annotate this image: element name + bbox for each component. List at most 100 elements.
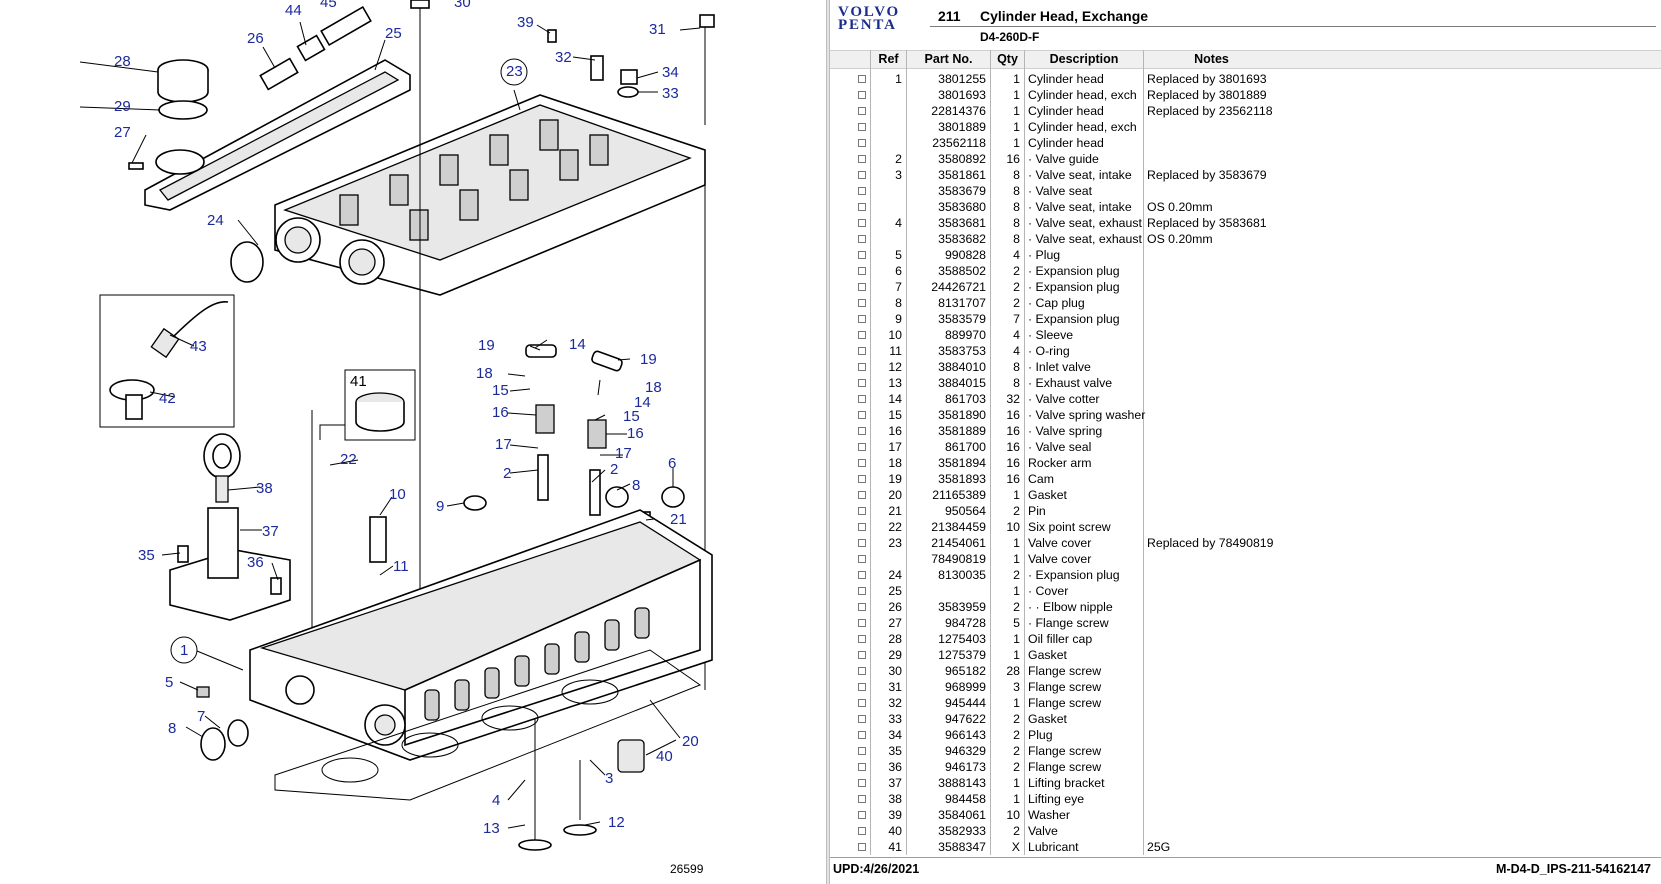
row-checkbox[interactable] [858, 203, 866, 211]
callout-16-left[interactable]: 16 [492, 404, 509, 421]
row-checkbox[interactable] [858, 683, 866, 691]
row-checkbox[interactable] [858, 331, 866, 339]
callout-39[interactable]: 39 [517, 14, 534, 31]
callout-29[interactable]: 29 [114, 98, 131, 115]
row-checkbox[interactable] [858, 651, 866, 659]
callout-15-right[interactable]: 15 [623, 408, 640, 425]
row-checkbox[interactable] [858, 587, 866, 595]
callout-17-right[interactable]: 17 [615, 445, 632, 462]
row-checkbox[interactable] [858, 139, 866, 147]
row-checkbox[interactable] [858, 779, 866, 787]
callout-14-right[interactable]: 14 [634, 394, 651, 411]
row-checkbox[interactable] [858, 715, 866, 723]
row-checkbox[interactable] [858, 747, 866, 755]
row-checkbox[interactable] [858, 411, 866, 419]
callout-19-left[interactable]: 19 [478, 337, 495, 354]
row-checkbox[interactable] [858, 667, 866, 675]
callout-33[interactable]: 33 [662, 85, 679, 102]
callout-25[interactable]: 25 [385, 25, 402, 42]
row-checkbox[interactable] [858, 827, 866, 835]
callout-13[interactable]: 13 [483, 820, 500, 837]
callout-18-left[interactable]: 18 [476, 365, 493, 382]
callout-2-right[interactable]: 2 [610, 461, 619, 478]
row-checkbox[interactable] [858, 155, 866, 163]
callout-17-left[interactable]: 17 [495, 436, 512, 453]
row-checkbox[interactable] [858, 475, 866, 483]
row-checkbox[interactable] [858, 91, 866, 99]
row-checkbox[interactable] [858, 363, 866, 371]
column-header-ref[interactable]: Ref [870, 51, 906, 68]
callout-2-left[interactable]: 2 [503, 465, 512, 482]
column-header-description[interactable]: Description [1024, 51, 1143, 68]
callout-10[interactable]: 10 [389, 486, 406, 503]
row-checkbox[interactable] [858, 571, 866, 579]
callout-24[interactable]: 24 [207, 212, 224, 229]
row-checkbox[interactable] [858, 299, 866, 307]
callout-37[interactable]: 37 [262, 523, 279, 540]
callout-31[interactable]: 31 [649, 21, 666, 38]
row-checkbox[interactable] [858, 491, 866, 499]
callout-21[interactable]: 21 [670, 511, 687, 528]
row-checkbox[interactable] [858, 219, 866, 227]
callout-32[interactable]: 32 [555, 49, 572, 66]
callout-6[interactable]: 6 [668, 455, 677, 472]
row-checkbox[interactable] [858, 283, 866, 291]
row-checkbox[interactable] [858, 843, 866, 851]
exploded-diagram[interactable]: 28 29 27 24 26 44 45 25 30 39 23 32 31 3… [0, 0, 826, 884]
column-header-qty[interactable]: Qty [990, 51, 1024, 68]
callout-22[interactable]: 22 [340, 451, 357, 468]
callout-42[interactable]: 42 [159, 390, 176, 407]
callout-14-left[interactable]: 14 [569, 336, 586, 353]
row-checkbox[interactable] [858, 555, 866, 563]
callout-4[interactable]: 4 [492, 792, 501, 809]
row-checkbox[interactable] [858, 763, 866, 771]
row-checkbox[interactable] [858, 619, 866, 627]
callout-7[interactable]: 7 [197, 708, 206, 725]
callout-9[interactable]: 9 [436, 498, 445, 515]
row-checkbox[interactable] [858, 187, 866, 195]
row-checkbox[interactable] [858, 395, 866, 403]
row-checkbox[interactable] [858, 107, 866, 115]
row-checkbox[interactable] [858, 523, 866, 531]
callout-26[interactable]: 26 [247, 30, 264, 47]
callout-34[interactable]: 34 [662, 64, 679, 81]
callout-18-right[interactable]: 18 [645, 379, 662, 396]
callout-8-mid[interactable]: 8 [632, 477, 641, 494]
callout-8[interactable]: 8 [168, 720, 177, 737]
column-header-part-no[interactable]: Part No. [906, 51, 990, 68]
callout-28[interactable]: 28 [114, 53, 131, 70]
pane-splitter[interactable] [826, 0, 830, 884]
row-checkbox[interactable] [858, 75, 866, 83]
callout-43[interactable]: 43 [190, 338, 207, 355]
row-checkbox[interactable] [858, 603, 866, 611]
